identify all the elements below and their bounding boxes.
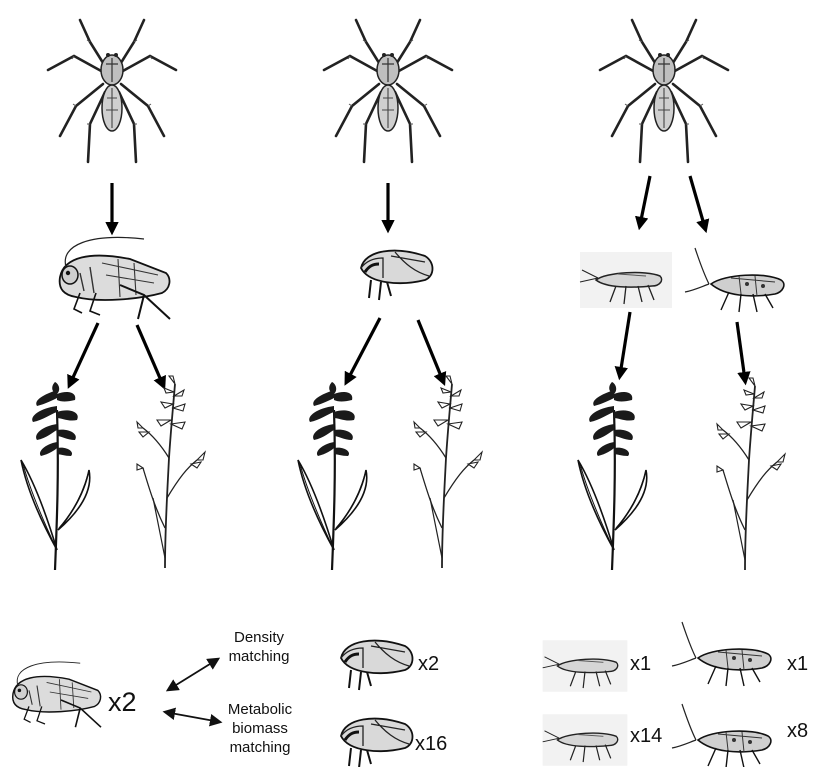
arrow-icon <box>690 176 705 228</box>
metabolic-matching-label: Metabolic biomass matching <box>222 700 298 757</box>
spider-icon <box>48 20 176 162</box>
mirid-bug-icon <box>543 640 628 692</box>
mirid-bug-icon <box>685 248 784 312</box>
metabolic-matching-line-2: biomass <box>222 719 298 738</box>
grass-plant-icon <box>414 376 482 568</box>
leafhopper-metabolic-multiplier: x16 <box>415 733 447 756</box>
leafhopper-density-multiplier: x2 <box>418 653 439 676</box>
goldenrod-plant-icon <box>298 382 367 570</box>
spider-icon <box>600 20 728 162</box>
density-matching-label: Density matching <box>226 628 292 666</box>
spider-icon <box>324 20 452 162</box>
small-bug-density-multiplier: x1 <box>630 653 651 676</box>
mirid-bug-icon <box>672 622 771 686</box>
leafhopper-icon <box>341 641 413 690</box>
goldenrod-plant-icon <box>21 382 90 570</box>
density-matching-arrow <box>168 659 218 690</box>
metabolic-matching-line-3: matching <box>222 738 298 757</box>
small-bug-metabolic-multiplier: x14 <box>630 725 662 748</box>
arrow-icon <box>418 320 443 381</box>
leafhopper-icon <box>361 251 433 300</box>
arrow-icon <box>640 176 650 225</box>
metabolic-matching-arrow <box>165 712 220 722</box>
arrow-icon <box>620 312 630 375</box>
density-matching-line-2: matching <box>226 647 292 666</box>
grasshopper-icon <box>13 662 101 727</box>
grasshopper-icon <box>60 237 170 319</box>
large-bug-density-multiplier: x1 <box>787 653 808 676</box>
grass-plant-icon <box>717 378 785 570</box>
arrow-icon <box>737 322 745 380</box>
mirid-bug-icon <box>580 252 672 308</box>
arrow-icon <box>70 323 98 384</box>
metabolic-matching-line-1: Metabolic <box>222 700 298 719</box>
goldenrod-plant-icon <box>578 382 647 570</box>
large-bug-metabolic-multiplier: x8 <box>787 720 808 743</box>
leafhopper-icon <box>341 719 413 767</box>
mirid-bug-icon <box>543 714 628 766</box>
grasshopper-multiplier: x2 <box>108 687 137 718</box>
arrow-icon <box>347 318 380 381</box>
density-matching-line-1: Density <box>226 628 292 647</box>
mirid-bug-icon <box>672 704 771 767</box>
arrow-icon <box>137 325 163 385</box>
grass-plant-icon <box>137 376 205 568</box>
